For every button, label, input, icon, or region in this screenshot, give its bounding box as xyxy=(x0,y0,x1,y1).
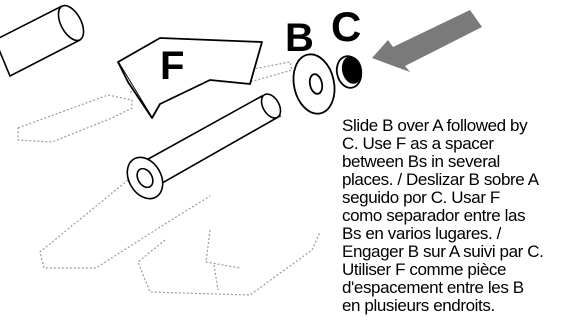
instruction-line: Engager B sur A suivi par C. xyxy=(342,242,544,261)
instruction-line: between Bs in several xyxy=(342,152,500,171)
instruction-line: C. Use F as a spacer xyxy=(342,134,494,153)
instruction-line: d'espacement entre les B xyxy=(342,278,524,297)
instruction-line: en plusieurs endroits. xyxy=(342,296,495,315)
rod-a xyxy=(126,93,282,200)
label-c: C xyxy=(331,3,362,50)
washer-b xyxy=(292,53,336,115)
instruction-line: places. / Deslizar B sobre A xyxy=(342,170,539,189)
instruction-line: Bs en varios lugares. / xyxy=(342,224,501,243)
tube-a xyxy=(0,4,85,78)
label-b: B xyxy=(285,16,314,60)
instruction-line: seguido por C. Usar F xyxy=(342,188,500,207)
label-f: F xyxy=(160,44,185,88)
cap-c xyxy=(335,55,363,89)
direction-arrow xyxy=(372,10,482,72)
instruction-text: Slide B over A followed by C. Use F as a… xyxy=(342,117,574,315)
instruction-line: Slide B over A followed by xyxy=(342,116,528,135)
spacer-f xyxy=(117,37,263,119)
instruction-line: Utiliser F comme pièce xyxy=(342,260,507,279)
instruction-line: como separador entre las xyxy=(342,206,526,225)
